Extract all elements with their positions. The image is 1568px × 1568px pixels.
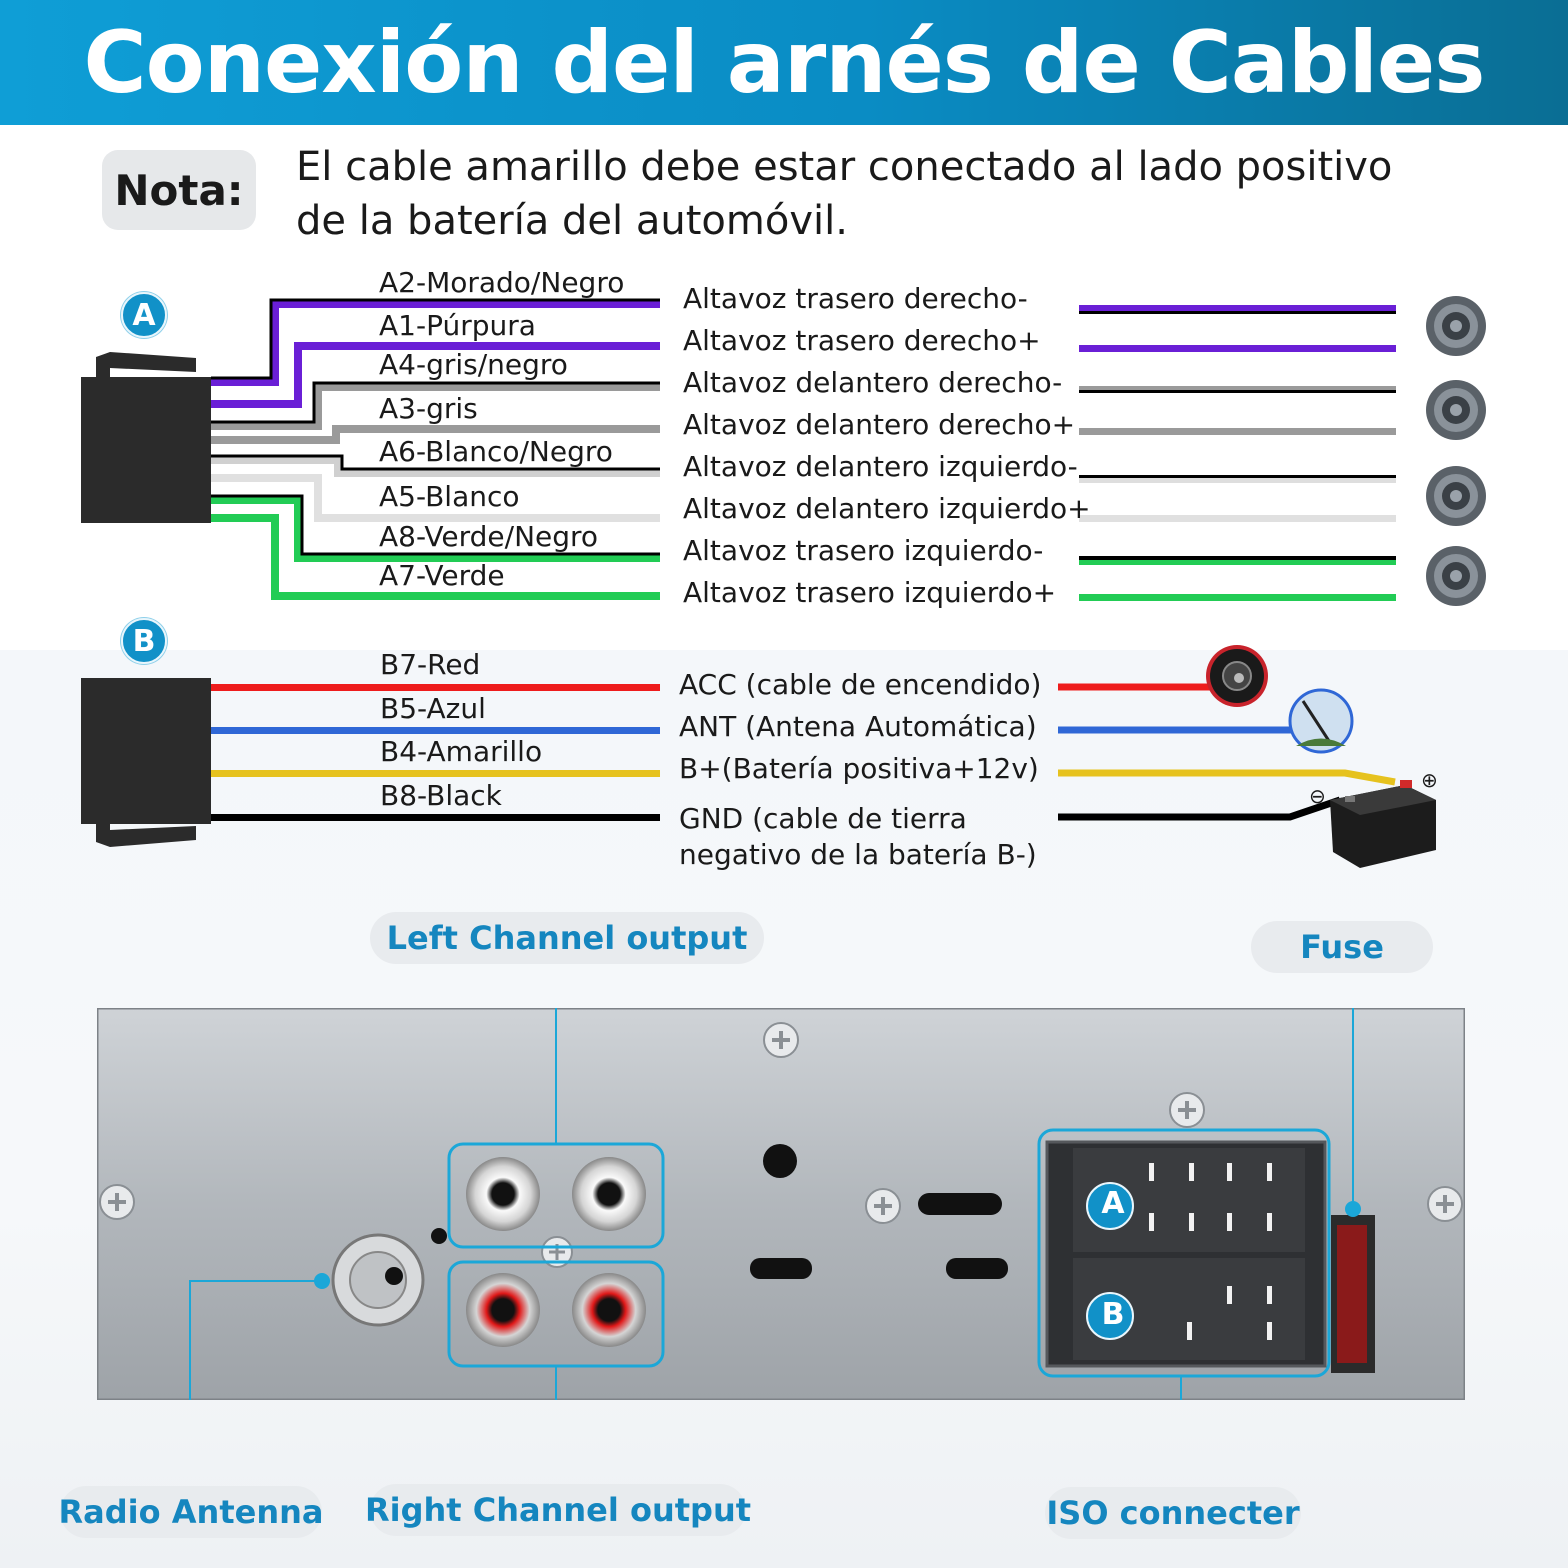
rca-left-white-jack xyxy=(572,1157,646,1231)
screw-icon xyxy=(763,1022,799,1058)
screw-icon xyxy=(99,1184,135,1220)
connector-a-wires xyxy=(211,298,660,600)
screw-icon xyxy=(1427,1186,1463,1222)
wire-code-a5: A5-Blanco xyxy=(379,480,520,513)
iso-connecter-label: ISO connecter xyxy=(1045,1487,1301,1539)
antenna-icon xyxy=(1288,688,1354,754)
wire-code-a3: A3-gris xyxy=(379,392,478,425)
rca-left-white-jack xyxy=(466,1157,540,1231)
wire-function-b8-line2: negativo de la batería B-) xyxy=(679,838,1037,871)
wire-code-a8: A8-Verde/Negro xyxy=(379,520,599,553)
wire-function-b4: B+(Batería positiva+12v) xyxy=(679,752,1039,785)
wire-function-b7: ACC (cable de encendido) xyxy=(679,668,1042,701)
wire-code-a7: A7-Verde xyxy=(379,559,505,592)
speaker-icon xyxy=(1426,380,1486,440)
wire-function-a6: Altavoz delantero izquierdo- xyxy=(683,450,1078,483)
speaker-lines xyxy=(1079,305,1396,601)
fuse-label: Fuse xyxy=(1251,921,1433,973)
wire-code-b7: B7-Red xyxy=(380,648,481,681)
wire-function-a4: Altavoz delantero derecho- xyxy=(683,366,1063,399)
wire-code-a6: A6-Blanco/Negro xyxy=(379,435,613,468)
rca-right-red-jack xyxy=(572,1273,646,1347)
note-badge: Nota: xyxy=(102,150,256,230)
screw-icon xyxy=(1169,1092,1205,1128)
wire-code-a2: A2-Morado/Negro xyxy=(379,266,625,299)
wire-function-b5: ANT (Antena Automática) xyxy=(679,710,1037,743)
wire-function-b8-line1: GND (cable de tierra xyxy=(679,802,967,835)
wire-function-a2: Altavoz trasero derecho- xyxy=(683,282,1028,315)
radio-antenna-label: Radio Antenna xyxy=(59,1486,323,1538)
speaker-icon xyxy=(1426,466,1486,526)
connector-b-plug xyxy=(81,678,211,847)
wire-code-b5: B5-Azul xyxy=(380,692,486,725)
battery-plus-label: ⊕ xyxy=(1421,768,1438,792)
speaker-icon xyxy=(1426,546,1486,606)
connector-a-plug xyxy=(81,352,211,523)
wire-function-a3: Altavoz delantero derecho+ xyxy=(683,408,1076,441)
note-line-1: El cable amarillo debe estar conectado a… xyxy=(296,144,1393,190)
wire-function-a8: Altavoz trasero izquierdo- xyxy=(683,534,1044,567)
battery-icon xyxy=(1330,780,1436,868)
connector-b-wires xyxy=(211,684,660,821)
battery-minus-label: ⊖ xyxy=(1309,784,1326,808)
iso-b-tag: B xyxy=(1101,1297,1125,1332)
wire-function-a1: Altavoz trasero derecho+ xyxy=(683,324,1041,357)
wiring-diagram xyxy=(81,296,1486,868)
left-channel-label: Left Channel output xyxy=(370,912,764,964)
ignition-button-icon xyxy=(1206,645,1268,707)
connector-a-tag: A xyxy=(121,292,167,338)
wire-code-a1: A1-Púrpura xyxy=(379,309,536,342)
wire-code-b8: B8-Black xyxy=(380,779,502,812)
note-text: El cable amarillo debe estar conectado a… xyxy=(296,140,1446,248)
wire-function-a7: Altavoz trasero izquierdo+ xyxy=(683,576,1057,609)
screw-icon xyxy=(865,1188,901,1224)
speaker-icon xyxy=(1426,296,1486,356)
right-channel-label: Right Channel output xyxy=(365,1484,751,1536)
device-lines xyxy=(1058,683,1396,821)
connector-b-tag: B xyxy=(121,618,167,664)
wire-code-a4: A4-gris/negro xyxy=(379,348,568,381)
iso-a-tag: A xyxy=(1101,1186,1125,1221)
wire-code-b4: B4-Amarillo xyxy=(380,735,543,768)
note-line-2: de la batería del automóvil. xyxy=(296,198,848,244)
radio-rear-panel xyxy=(97,1008,1465,1400)
header-banner: Conexión del arnés de Cables xyxy=(0,0,1568,125)
rca-right-red-jack xyxy=(466,1273,540,1347)
wire-function-a5: Altavoz delantero izquierdo+ xyxy=(683,492,1091,525)
page-title: Conexión del arnés de Cables xyxy=(83,12,1486,113)
